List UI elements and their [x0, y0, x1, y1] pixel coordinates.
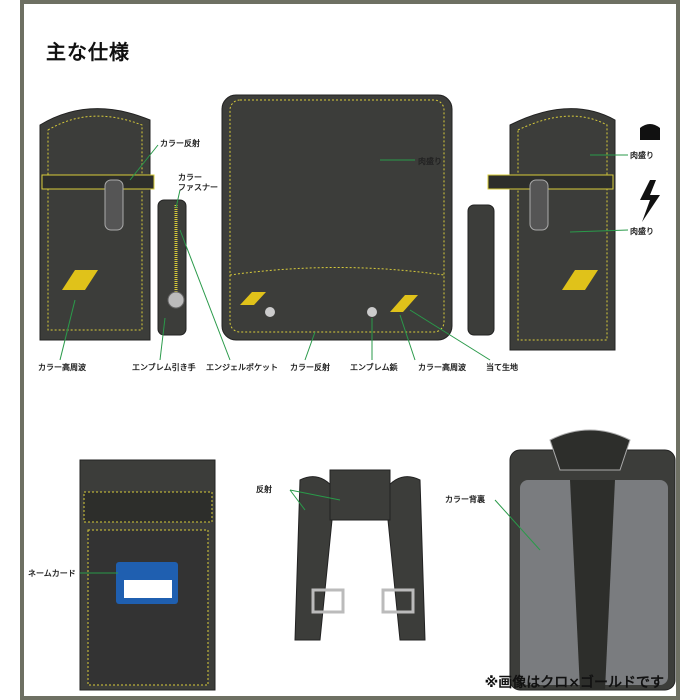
leader-lines: [59, 144, 629, 574]
label-color-hf-center: カラー高周波: [418, 363, 466, 372]
label-color-reflector-top: カラー反射: [160, 139, 200, 148]
label-color-fastener-2: ファスナー: [178, 183, 218, 192]
label-angel-pocket: エンジェルポケット: [206, 363, 278, 372]
page-title: 主な仕様: [46, 40, 130, 64]
shoulder-straps: [294, 469, 426, 641]
label-name-card: ネームカード: [28, 569, 76, 578]
label-color-fastener-1: カラー: [178, 173, 202, 182]
label-reflector: 反射: [256, 485, 272, 494]
right-side-view: [467, 108, 660, 351]
back-view: [509, 429, 676, 691]
front-view: [221, 94, 453, 341]
label-patch-fabric: 当て生地: [486, 363, 518, 372]
label-padding-right-1: 肉盛り: [630, 151, 654, 160]
label-padding-front: 肉盛り: [418, 157, 442, 166]
label-color-back-lining: カラー背裏: [445, 495, 485, 504]
label-padding-right-2: 肉盛り: [630, 227, 654, 236]
padding-shape-icon: [640, 124, 660, 140]
left-side-view: [39, 108, 187, 341]
label-emblem-pull: エンブレム引き手: [132, 363, 196, 372]
label-color-hf-left: カラー高周波: [38, 363, 86, 372]
label-emblem-rivet: エンブレム鋲: [350, 363, 398, 372]
lightning-shape-icon: [640, 180, 660, 222]
back-top-view: [79, 459, 216, 691]
color-note: ※画像はクロ×ゴールドです: [484, 675, 664, 691]
label-color-reflector-bottom: カラー反射: [290, 363, 330, 372]
